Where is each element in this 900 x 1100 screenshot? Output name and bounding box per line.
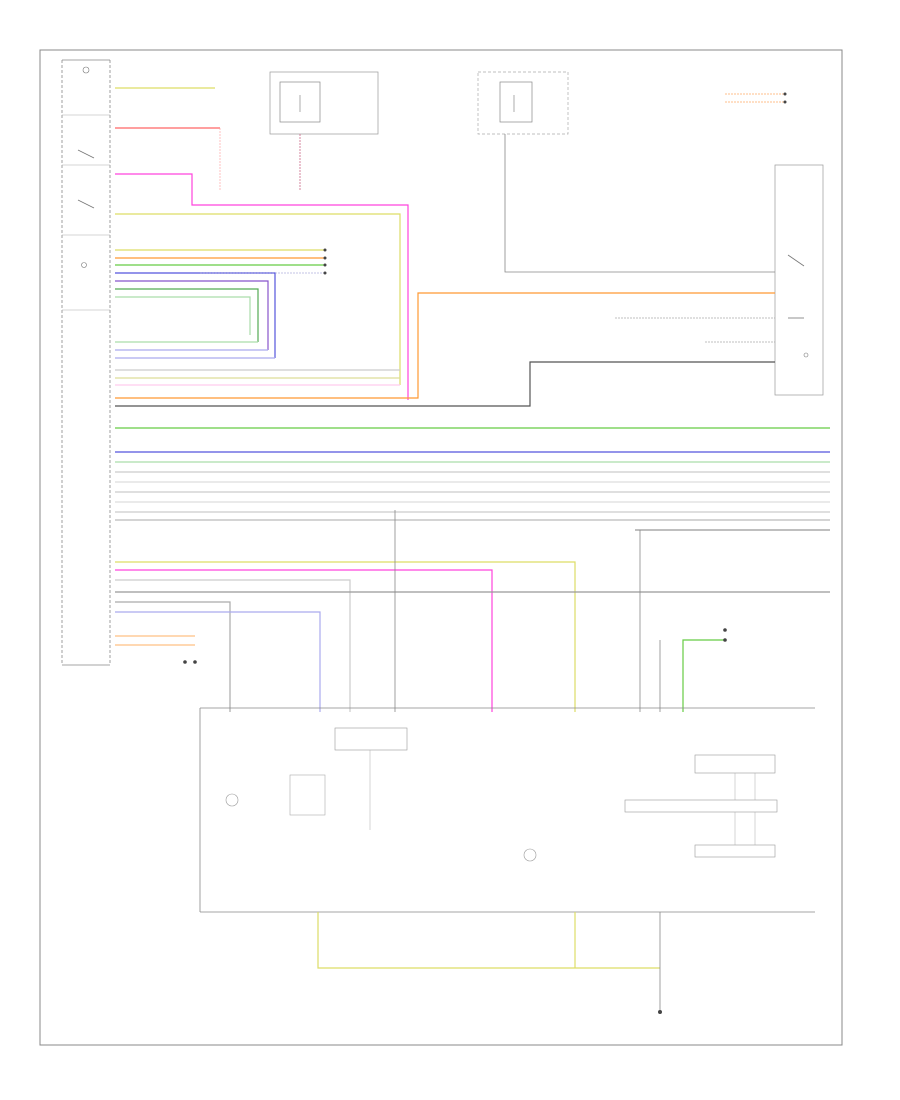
lower-wires — [115, 510, 830, 712]
diagram-frame — [39, 49, 843, 1046]
top-fuse-box-2 — [477, 71, 569, 135]
bus-wires — [115, 427, 830, 531]
ground-wires — [317, 912, 661, 1010]
right-switch-box — [774, 164, 824, 396]
lamp-assembly-box — [199, 707, 815, 913]
connector-dots — [183, 92, 787, 1014]
top-fuse-box-1 — [269, 71, 379, 135]
upper-wires — [115, 87, 785, 407]
left-module-column — [61, 59, 111, 666]
